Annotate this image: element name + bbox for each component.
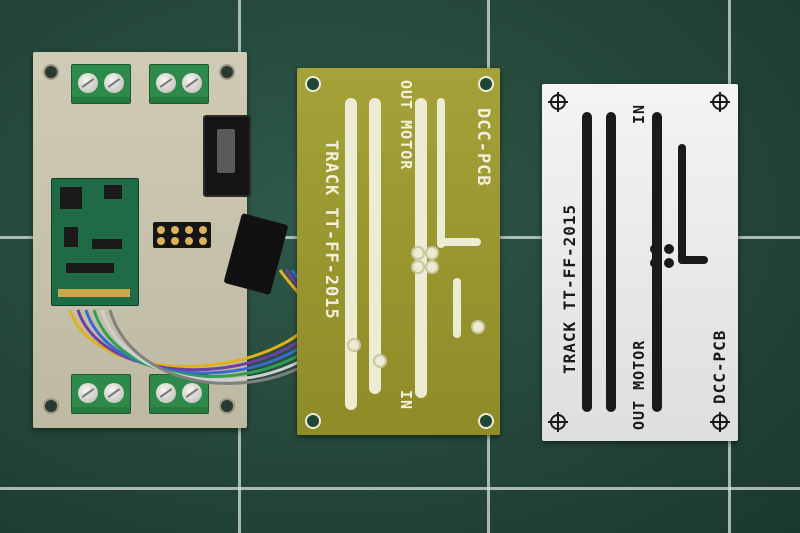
socket-pin (185, 226, 193, 234)
copper-trace (345, 98, 357, 410)
screw-terminal (149, 64, 209, 104)
switch-knob (217, 129, 235, 173)
registration-mark (548, 412, 568, 432)
pin-socket (153, 222, 211, 248)
copper-trace (437, 238, 481, 246)
solder-pad (373, 354, 387, 368)
decoder-chip (66, 263, 114, 273)
pad (650, 258, 660, 268)
screw-icon (182, 73, 202, 93)
socket-pin (185, 237, 193, 245)
screw-icon (156, 73, 176, 93)
screw-icon (78, 383, 98, 403)
decoder-chip (60, 187, 82, 209)
pcb-label-motor: OUT MOTOR (397, 80, 415, 171)
solder-pad (347, 338, 361, 352)
screw-icon (78, 73, 98, 93)
decoder-chip (104, 185, 122, 199)
dcc-decoder-module (51, 178, 139, 306)
trace (582, 112, 592, 412)
screw-icon (182, 383, 202, 403)
mounting-hole (219, 398, 235, 414)
copper-trace (437, 98, 445, 248)
copper-trace (453, 278, 461, 338)
mounting-hole (478, 413, 494, 429)
socket-pin (199, 237, 207, 245)
solder-pad (425, 260, 439, 274)
socket-pin (157, 226, 165, 234)
mounting-hole (478, 76, 494, 92)
trace (606, 112, 616, 412)
trace (678, 256, 708, 264)
screw-terminal (71, 374, 131, 414)
pcb-label-track: TRACK TT-FF-2015 (321, 140, 341, 320)
socket-pin (171, 237, 179, 245)
mask-title: DCC-PCB (710, 329, 729, 404)
decoder-chip (64, 227, 78, 247)
registration-mark (710, 412, 730, 432)
mounting-hole (43, 398, 59, 414)
mounting-hole (305, 76, 321, 92)
mounting-hole (305, 413, 321, 429)
mounting-hole (43, 64, 59, 80)
pad (664, 244, 674, 254)
screw-terminal (71, 64, 131, 104)
copper-trace (369, 98, 381, 394)
mounting-hole (219, 64, 235, 80)
mat-grid-line (0, 487, 800, 490)
pcb-title: DCC-PCB (473, 108, 493, 187)
socket-pin (199, 226, 207, 234)
white-pcb-mask: DCC-PCB OUT MOTOR TRACK TT-FF-2015 IN (542, 84, 738, 441)
registration-mark (548, 92, 568, 112)
trace (678, 144, 686, 264)
mask-label-in: IN (630, 103, 648, 124)
green-pcb: DCC-PCB OUT MOTOR TRACK TT-FF-2015 IN (297, 68, 500, 435)
mask-label-motor: OUT MOTOR (630, 339, 648, 430)
solder-pad (411, 260, 425, 274)
solder-pad (471, 320, 485, 334)
screw-terminal (149, 374, 209, 414)
pad (650, 244, 660, 254)
decoder-chip (92, 239, 122, 249)
socket-pin (171, 226, 179, 234)
pcb-label-in: IN (397, 390, 415, 411)
mask-label-track: TRACK TT-FF-2015 (560, 203, 579, 374)
solder-pad (425, 246, 439, 260)
screw-icon (104, 73, 124, 93)
solder-pad (411, 246, 425, 260)
slide-switch (203, 115, 251, 197)
decoder-solder-pads (58, 289, 130, 297)
screw-icon (104, 383, 124, 403)
screw-icon (156, 383, 176, 403)
pad (664, 258, 674, 268)
socket-pin (157, 237, 165, 245)
registration-mark (710, 92, 730, 112)
